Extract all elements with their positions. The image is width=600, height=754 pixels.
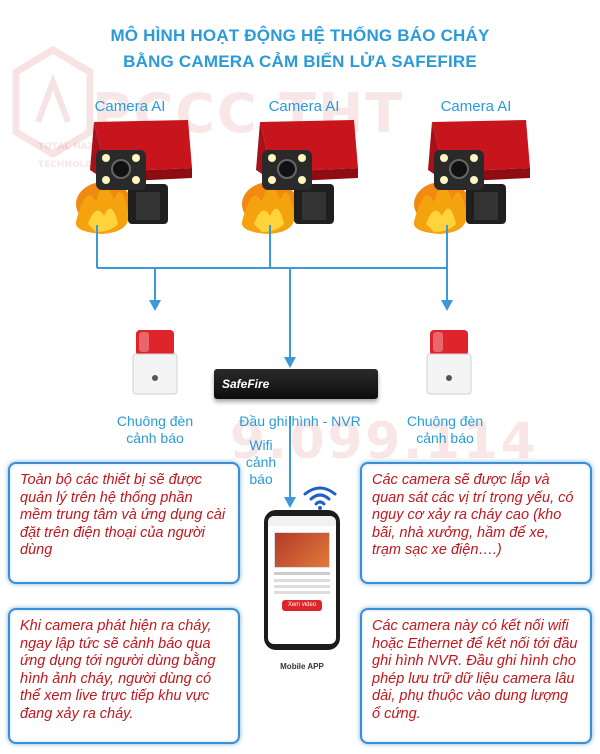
watermark-phone: 9.099.114 (230, 412, 539, 470)
camera-label-left: Camera AI (94, 98, 166, 115)
camera-label-center: Camera AI (268, 98, 340, 115)
phone-screen: Xem video (268, 516, 336, 644)
alarm-siren-icon (426, 330, 472, 395)
wifi-icon (303, 486, 337, 510)
watermark-tagline-1: TOTAL HAZA (38, 142, 102, 152)
camera-with-fire-icon (241, 120, 358, 234)
note-box-top-right: Các camera sẽ được lắp và quan sát các v… (360, 462, 592, 584)
camera-with-fire-icon (75, 120, 192, 234)
siren-right-label: Chuông đèn cảnh báo (406, 413, 484, 446)
watermark-logo (8, 42, 98, 162)
wifi-alert-label: Wifi cảnh báo (245, 437, 277, 487)
note-top-left-text: Toàn bộ các thiết bị sẽ được quản lý trê… (20, 472, 226, 558)
page-title-line-2: BẰNG CAMERA CẢM BIẾN LỬA SAFEFIRE (123, 52, 477, 71)
watermark-tagline-2: TECHNOLOG (38, 160, 101, 170)
camera-label-right: Camera AI (440, 98, 512, 115)
note-bottom-right-text: Các camera này có kết nối wifi hoặc Ethe… (372, 618, 578, 722)
nvr-device: SafeFire (214, 369, 378, 399)
phone-alert-image (274, 532, 330, 568)
note-box-bottom-left: Khi camera phát hiện ra cháy, ngay lập t… (8, 608, 240, 744)
note-box-top-left: Toàn bộ các thiết bị sẽ được quản lý trê… (8, 462, 240, 584)
phone-view-video-button[interactable]: Xem video (282, 600, 322, 611)
page-title-line-1: MÔ HÌNH HOẠT ĐỘNG HỆ THỐNG BÁO CHÁY (110, 26, 490, 45)
siren-left-label: Chuông đèn cảnh báo (116, 413, 194, 446)
nvr-label: Đầu ghi hình - NVR (239, 413, 361, 429)
note-bottom-left-text: Khi camera phát hiện ra cháy, ngay lập t… (20, 618, 216, 722)
phone-label: Mobile APP (280, 662, 324, 671)
note-box-bottom-right: Các camera này có kết nối wifi hoặc Ethe… (360, 608, 592, 744)
alarm-siren-icon (132, 330, 178, 395)
note-top-right-text: Các camera sẽ được lắp và quan sát các v… (372, 472, 574, 558)
nvr-brand-logo: SafeFire (222, 377, 270, 391)
mobile-phone: Xem video (264, 510, 340, 650)
camera-with-fire-icon (413, 120, 530, 234)
